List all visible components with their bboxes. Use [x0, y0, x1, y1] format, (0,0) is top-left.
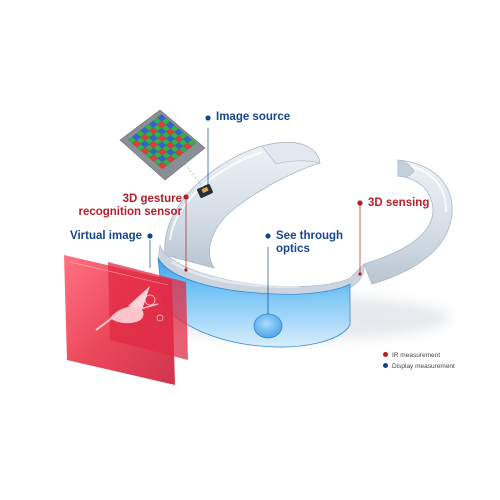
- see-through-visor: [157, 257, 351, 348]
- legend-display-dot-icon: [383, 362, 388, 368]
- label-3d-gesture-line2: recognition sensor: [78, 206, 182, 218]
- label-3d-gesture: 3D gesture recognition sensor: [78, 193, 182, 219]
- label-3d-gesture-line1: 3D gesture: [122, 193, 182, 205]
- hummingbird-icon: [95, 286, 159, 331]
- filter-cell: [187, 139, 197, 147]
- legend-display-label: Display measurement: [392, 363, 455, 370]
- optic-lens: [253, 313, 283, 339]
- label-see-through-line2: optics: [276, 243, 310, 255]
- virtual-image-panels: [64, 255, 188, 385]
- leader-dots: [147, 115, 363, 276]
- legend-ir-dot-icon: [383, 351, 388, 357]
- legend-ir: IR measurement: [383, 351, 441, 360]
- label-3d-sensing: 3D sensing: [368, 197, 430, 209]
- label-virtual-image: Virtual image: [70, 230, 143, 242]
- label-see-through: See through optics: [276, 230, 343, 256]
- label-image-source: Image source: [216, 111, 291, 123]
- legend-ir-label: IR measurement: [392, 352, 441, 359]
- legend-display: Display measurement: [383, 362, 455, 371]
- headband: [157, 141, 453, 298]
- color-filter-grid-icon: [119, 109, 206, 191]
- leader-lines: [149, 128, 361, 314]
- label-see-through-line1: See through: [276, 230, 344, 242]
